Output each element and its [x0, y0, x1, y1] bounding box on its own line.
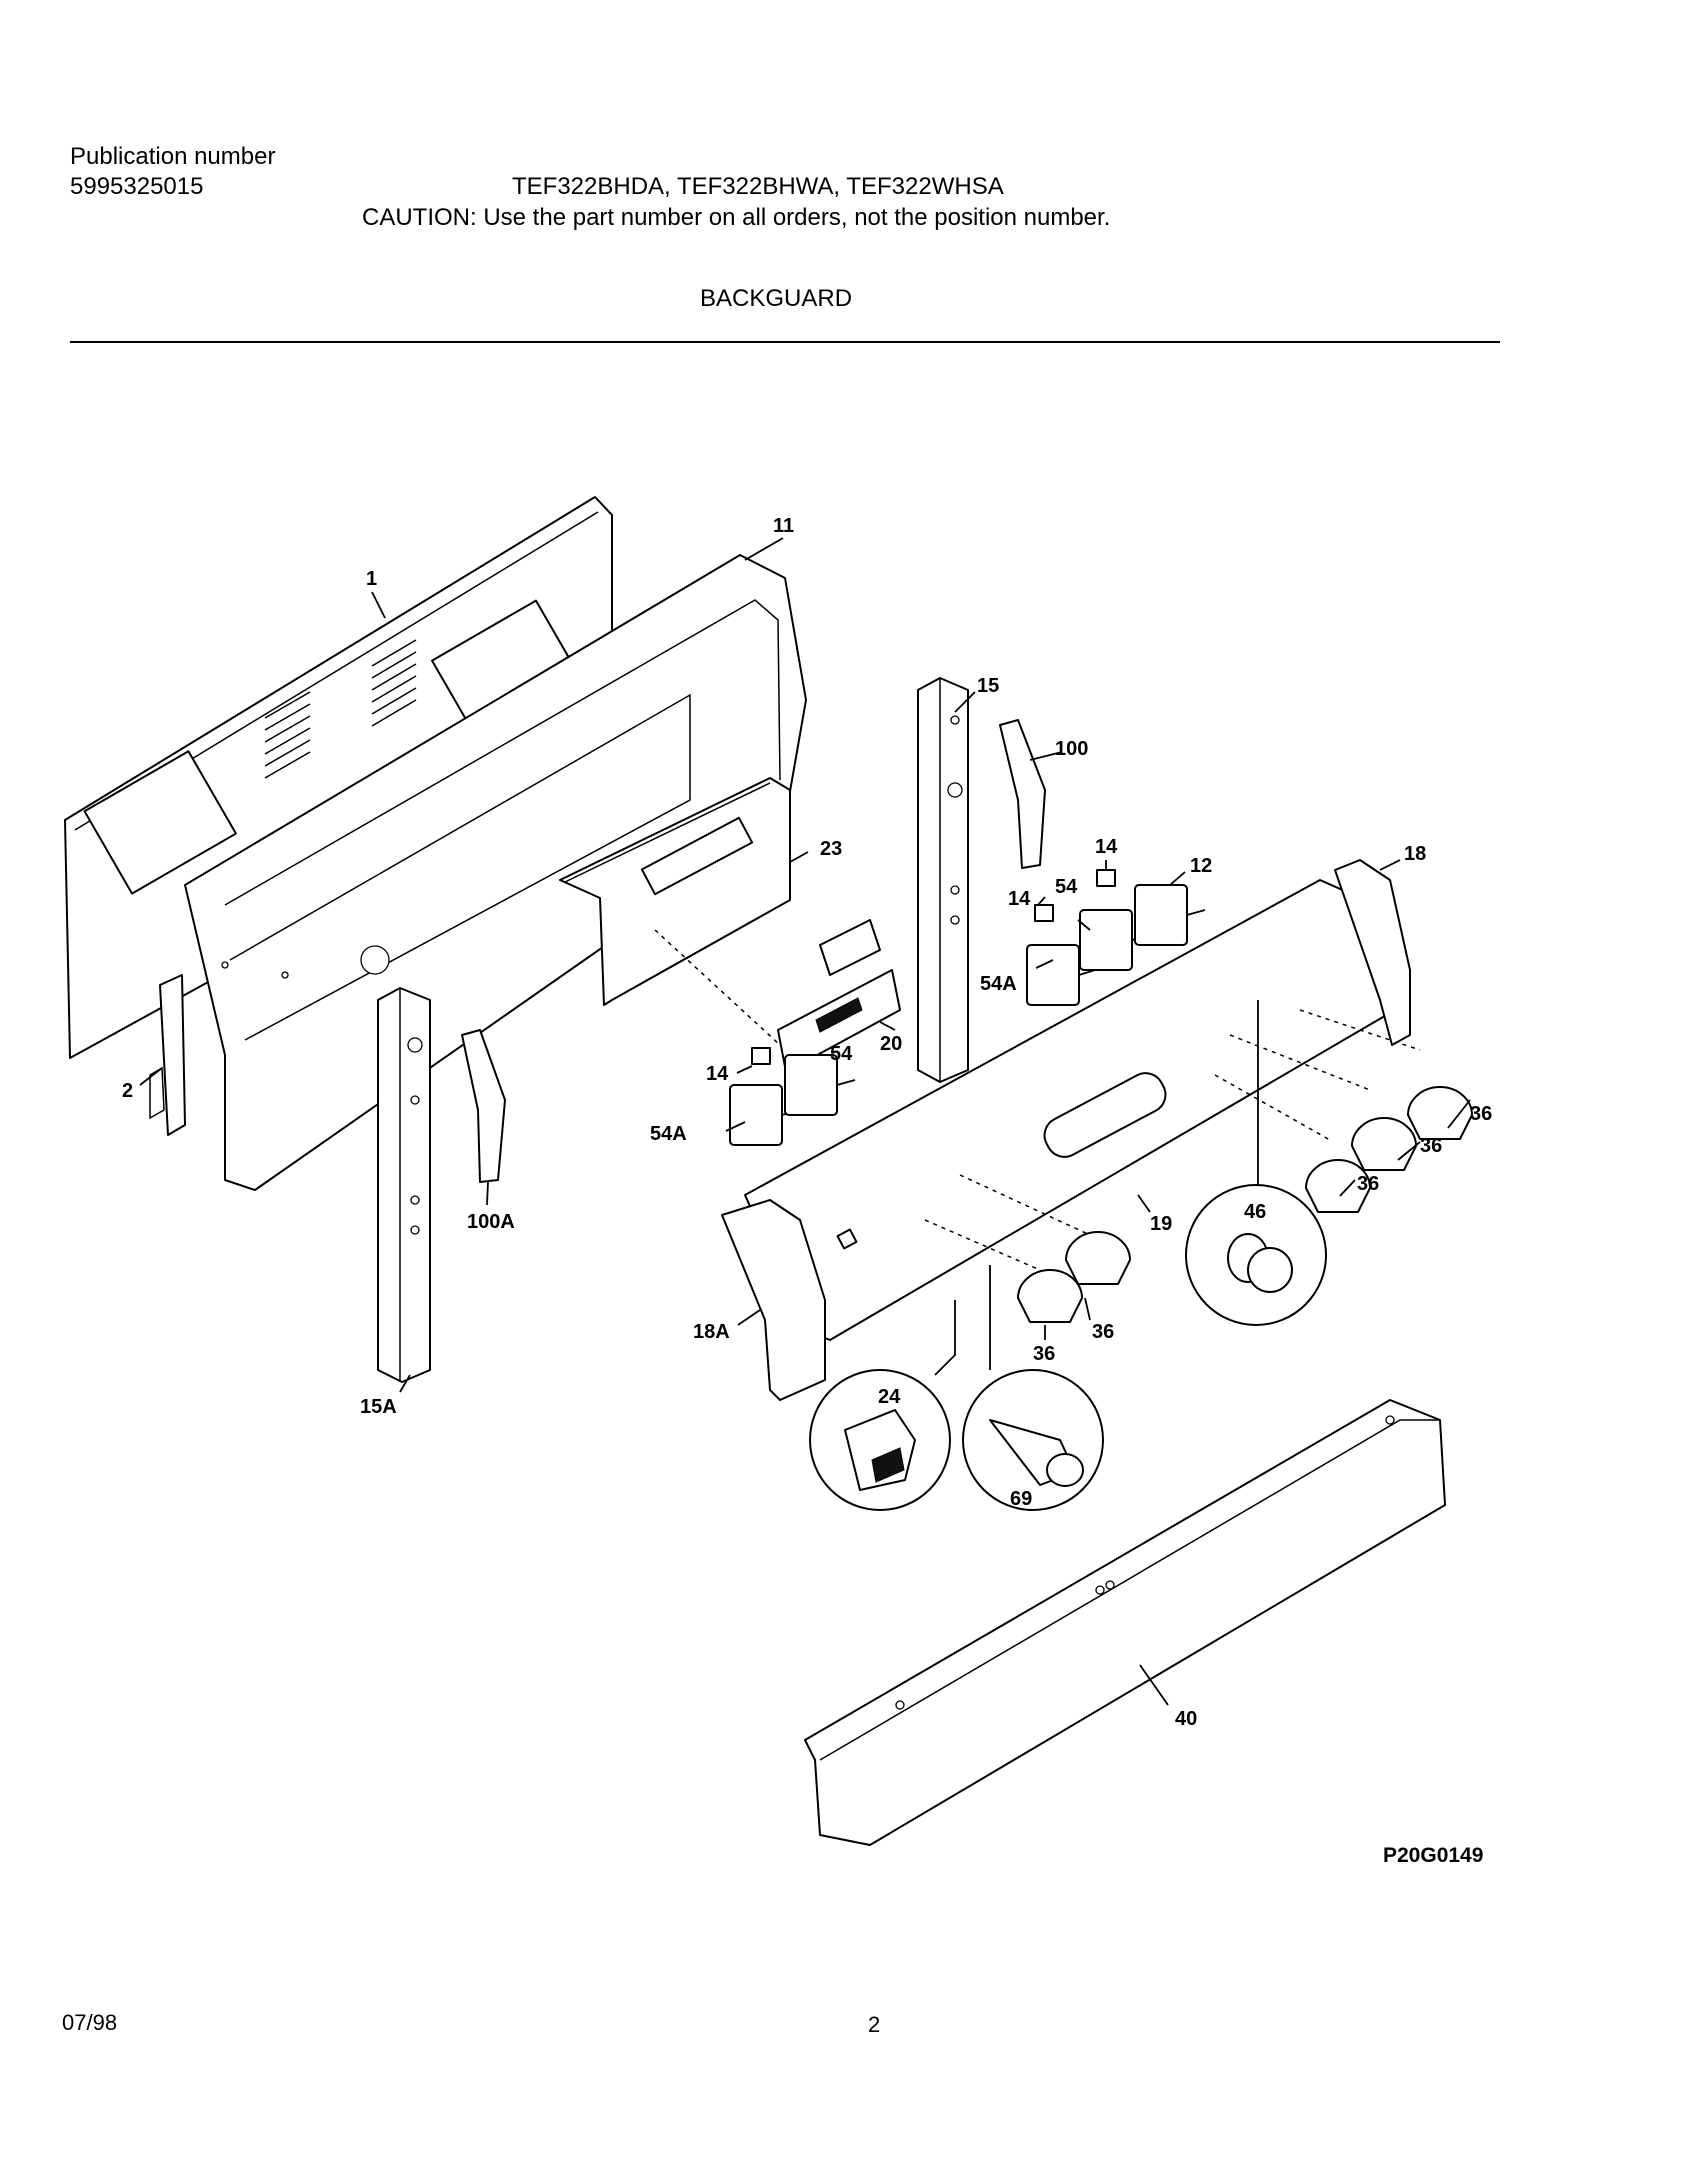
callout-12: 12: [1190, 855, 1212, 877]
callout-1: 1: [366, 568, 377, 590]
inset-46: [1185, 1000, 1327, 1326]
callout-20: 20: [880, 1033, 902, 1055]
page-number: 2: [868, 2012, 881, 2037]
callout-18: 18: [1404, 843, 1426, 865]
caution-note: CAUTION: Use the part number on all orde…: [362, 204, 1111, 231]
callout-36-d: 36: [1092, 1321, 1114, 1343]
callout-14-middle: 14: [1008, 888, 1031, 910]
callout-24: 24: [878, 1386, 901, 1408]
inset-69: [962, 1265, 1104, 1511]
callout-69: 69: [1010, 1488, 1032, 1510]
callout-2: 2: [122, 1080, 133, 1102]
callout-36-e: 36: [1033, 1343, 1055, 1365]
end-cap-part-18: [1334, 859, 1411, 1046]
header-divider: [70, 341, 1500, 343]
callout-54a-lower: 54A: [650, 1123, 687, 1145]
callout-14-upper: 14: [1095, 836, 1118, 858]
control-knobs: [1017, 1086, 1473, 1323]
lower-trim-part: [804, 1399, 1446, 1846]
callout-54-upper: 54: [1055, 876, 1078, 898]
leader-lines: [139, 537, 1471, 1706]
bracket-part-23: [559, 777, 791, 1006]
lower-switch-group: [729, 1047, 856, 1146]
callout-11: 11: [773, 515, 794, 537]
publication-number: 5995325015: [70, 173, 204, 200]
callout-40: 40: [1175, 1708, 1197, 1730]
end-cap-part-18a: [721, 1199, 826, 1401]
upper-switch-group: [1026, 869, 1206, 1006]
callout-14-lower: 14: [706, 1063, 729, 1085]
callout-36-c: 36: [1357, 1173, 1379, 1195]
callout-18a: 18A: [693, 1321, 730, 1343]
end-rail-part-15: [917, 677, 969, 1083]
bracket-part-100: [999, 719, 1046, 869]
callout-54-lower: 54: [830, 1043, 853, 1065]
callout-23: 23: [820, 838, 842, 860]
callout-19: 19: [1150, 1213, 1172, 1235]
bracket-part-100a: [461, 1029, 506, 1183]
publication-label: Publication number: [70, 143, 276, 170]
callout-15a: 15A: [360, 1396, 397, 1418]
inset-24: [809, 1300, 956, 1511]
clock-timer-part: [654, 919, 901, 1073]
footer-date: 07/98: [62, 2010, 118, 2035]
callout-54a-upper: 54A: [980, 973, 1017, 995]
callout-36-a: 36: [1470, 1103, 1492, 1125]
model-numbers: TEF322BHDA, TEF322BHWA, TEF322WHSA: [512, 173, 1004, 200]
callout-100: 100: [1055, 738, 1088, 760]
callout-100a: 100A: [467, 1211, 515, 1233]
callout-36-b: 36: [1420, 1135, 1442, 1157]
callout-labels: 1 11 2 15 100 23 14 54 12 18 14 54A 20 5…: [122, 515, 1492, 1867]
section-title: BACKGUARD: [700, 285, 853, 312]
callout-15: 15: [977, 675, 999, 697]
callout-46: 46: [1244, 1201, 1266, 1223]
end-rail-part-15a: [377, 987, 431, 1383]
figure-id: P20G0149: [1383, 1844, 1483, 1867]
